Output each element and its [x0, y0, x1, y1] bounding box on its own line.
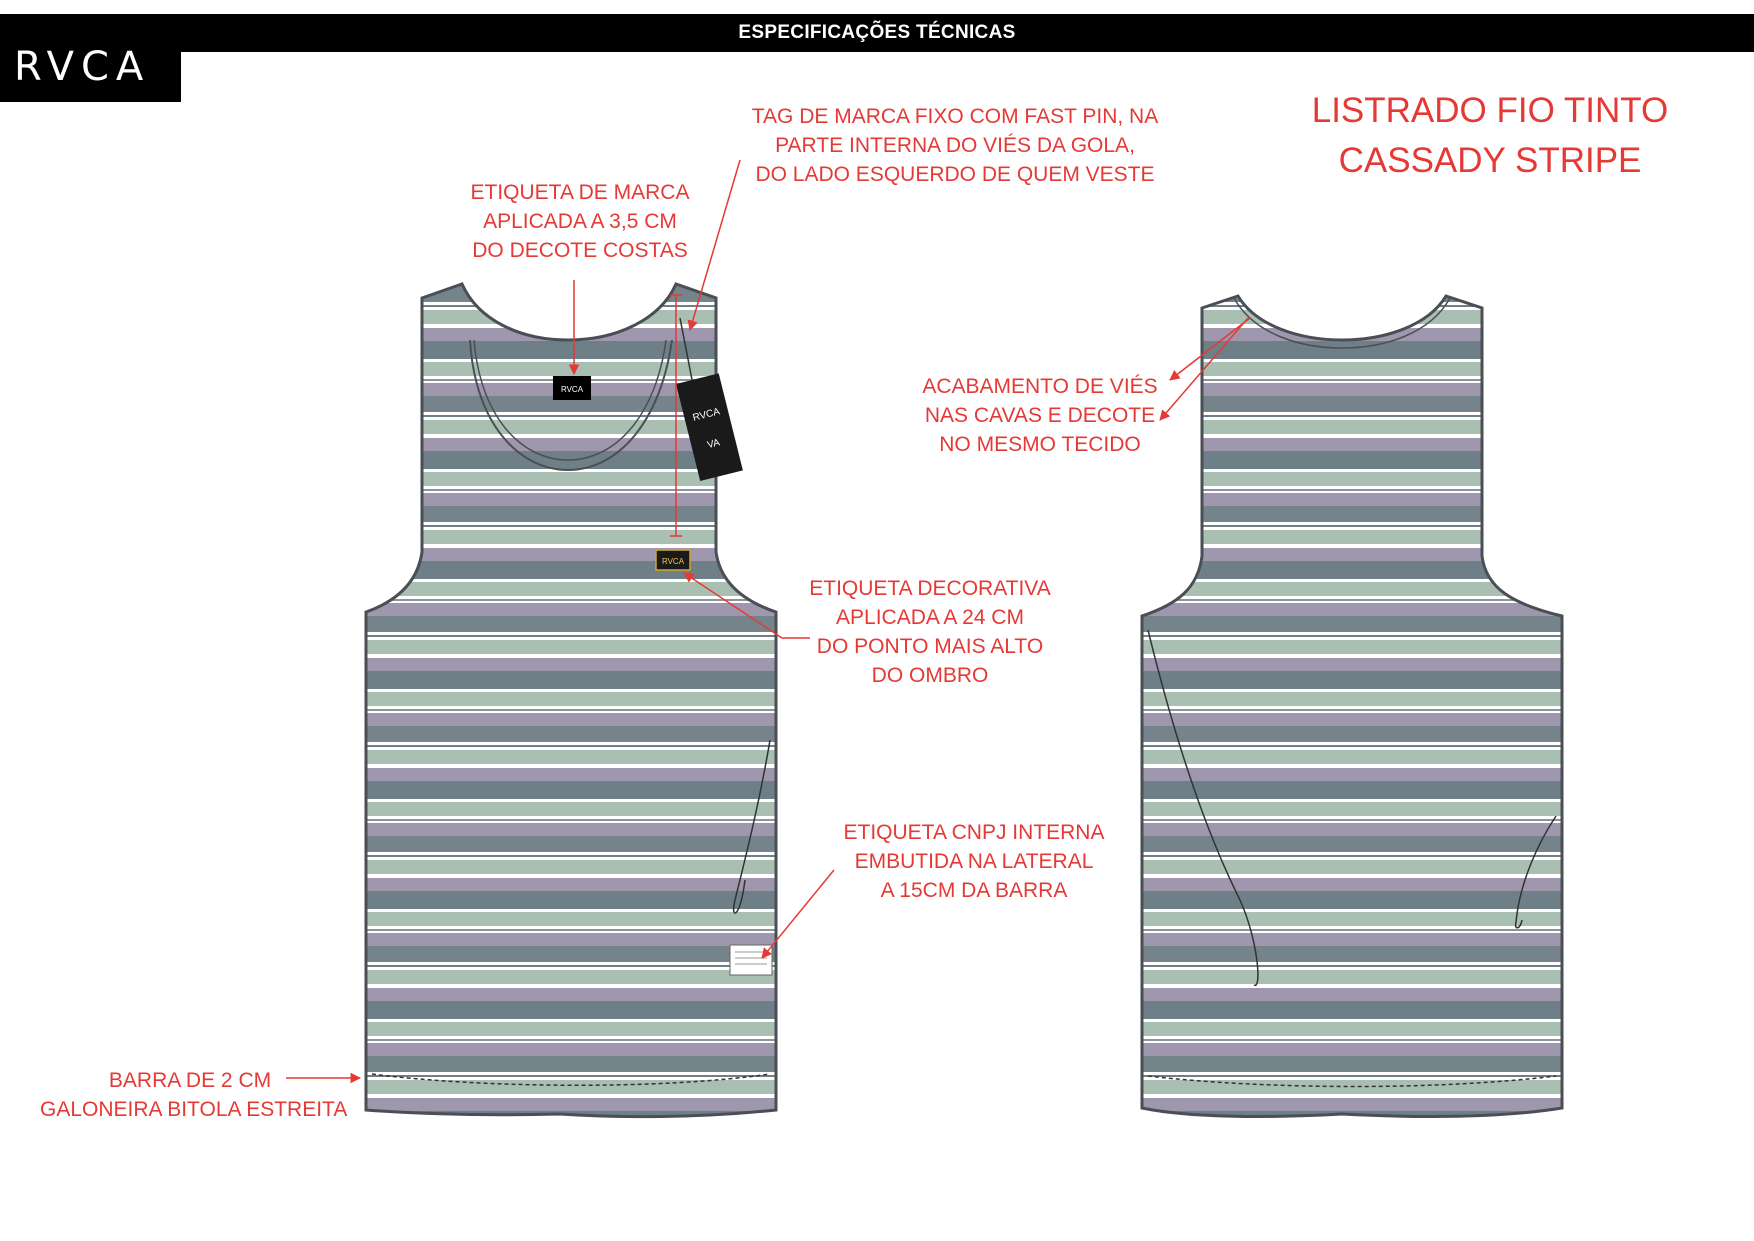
note-brand-label-line3: DO DECOTE COSTAS	[472, 239, 688, 262]
tag-string	[679, 317, 695, 391]
note-cnpj-label-line1: ETIQUETA CNPJ INTERNA	[843, 821, 1105, 844]
back-hem-stitch	[1147, 1075, 1557, 1088]
back-side-fold-right	[1514, 815, 1557, 929]
note-hang-tag-line1: TAG DE MARCA FIXO COM FAST PIN, NA	[751, 105, 1159, 128]
arrow-binding-1	[1169, 317, 1251, 381]
note-cnpj-label-line2: EMBUTIDA NA LATERAL	[854, 850, 1094, 873]
back-neck-binding-outer	[1233, 297, 1451, 349]
note-hang-tag-line2: PARTE INTERNA DO VIÉS DA GOLA,	[775, 134, 1135, 157]
product-name-line2: CASSADY STRIPE	[1338, 141, 1642, 180]
arrow-cnpj-label	[761, 869, 835, 959]
note-decorative-label: ETIQUETA DECORATIVA APLICADA A 24 CM DO …	[790, 574, 1070, 690]
note-hang-tag-line3: DO LADO ESQUERDO DE QUEM VESTE	[755, 163, 1155, 186]
front-neckline-inner	[469, 339, 673, 472]
note-binding-line3: NO MESMO TECIDO	[939, 433, 1141, 456]
note-brand-label-line2: APLICADA A 3,5 CM	[483, 210, 677, 233]
front-side-fold	[732, 739, 771, 914]
front-hem-stitch	[371, 1073, 771, 1087]
product-name: LISTRADO FIO TINTO CASSADY STRIPE	[1300, 86, 1680, 186]
note-decorative-label-line4: DO OMBRO	[871, 664, 989, 687]
arrow-binding-2	[1159, 317, 1249, 421]
note-cnpj-label-line3: A 15CM DA BARRA	[880, 879, 1068, 902]
note-binding-line2: NAS CAVAS E DECOTE	[924, 404, 1156, 427]
note-decorative-label-line2: APLICADA A 24 CM	[836, 606, 1024, 629]
arrow-hang-tag	[687, 159, 741, 332]
note-binding: ACABAMENTO DE VIÉS NAS CAVAS E DECOTE NO…	[910, 372, 1170, 459]
note-hang-tag: TAG DE MARCA FIXO COM FAST PIN, NA PARTE…	[740, 102, 1170, 189]
brand-label	[553, 376, 591, 400]
back-side-fold-left	[1147, 629, 1259, 986]
page-title: ESPECIFICAÇÕES TÉCNICAS	[738, 22, 1016, 43]
cnpj-label	[729, 944, 773, 976]
note-hem: BARRA DE 2 CM GALONEIRA BITOLA ESTREITA	[40, 1066, 348, 1124]
product-name-line1: LISTRADO FIO TINTO	[1311, 91, 1669, 130]
hang-tag-mark: VA	[706, 437, 721, 451]
back-tank-top	[1140, 294, 1564, 1118]
note-brand-label: ETIQUETA DE MARCA APLICADA A 3,5 CM DO D…	[440, 178, 720, 265]
note-cnpj-label: ETIQUETA CNPJ INTERNA EMBUTIDA NA LATERA…	[834, 818, 1114, 905]
note-brand-label-line1: ETIQUETA DE MARCA	[470, 181, 690, 204]
hang-tag: RVCA VA	[676, 373, 743, 482]
note-binding-line1: ACABAMENTO DE VIÉS	[922, 375, 1158, 398]
brand-label-text: RVCA	[561, 385, 584, 394]
brand-logo: RVCA	[0, 14, 181, 102]
back-neck-binding	[1237, 295, 1447, 342]
front-neckline-binding	[473, 339, 667, 461]
note-hem-line1: BARRA DE 2 CM	[108, 1069, 272, 1092]
note-hem-line2: GALONEIRA BITOLA ESTREITA	[40, 1098, 348, 1121]
arrow-decorative-label	[683, 572, 810, 639]
note-decorative-label-line3: DO PONTO MAIS ALTO	[816, 635, 1044, 658]
decorative-label-text: RVCA	[662, 557, 685, 566]
front-neck-binding	[461, 283, 677, 342]
note-decorative-label-line1: ETIQUETA DECORATIVA	[809, 577, 1051, 600]
brand-logo-text: RVCA	[14, 44, 151, 90]
decorative-label	[655, 549, 691, 571]
header-bar	[0, 14, 1754, 52]
